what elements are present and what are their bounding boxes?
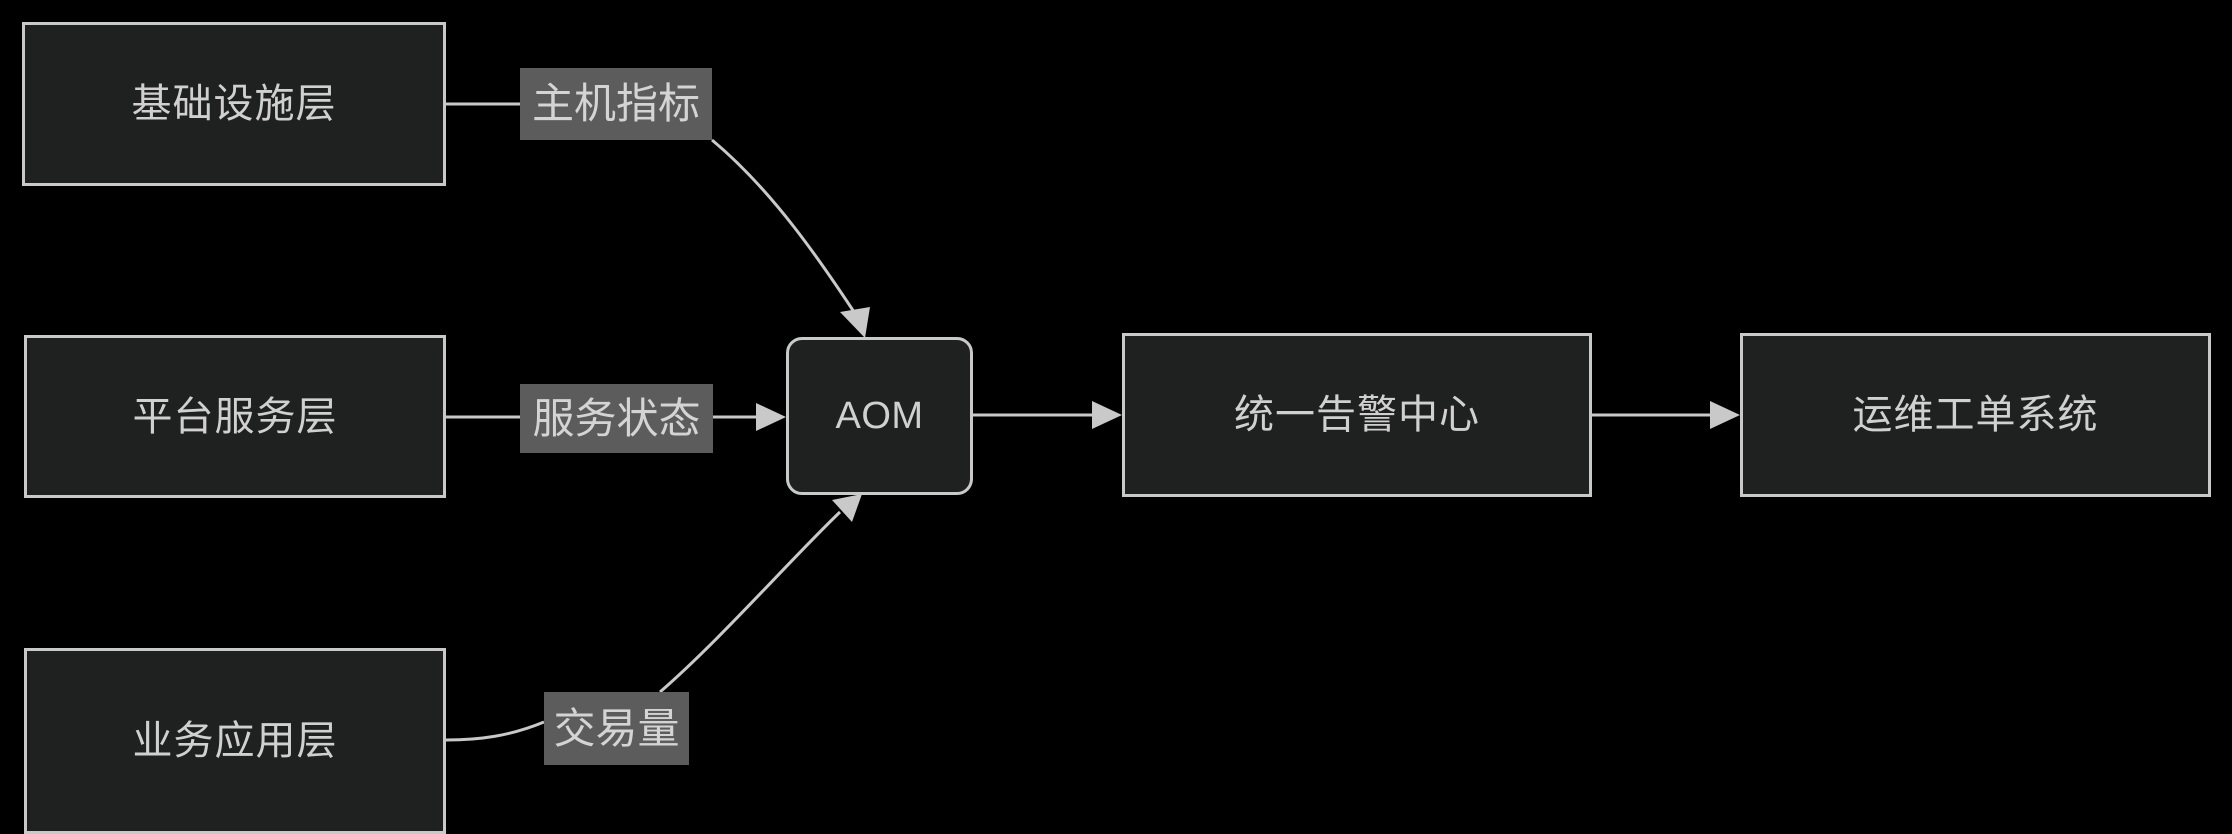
- node-business-application-layer[interactable]: 业务应用层: [24, 648, 446, 834]
- edge-label-service-status: 服务状态: [520, 384, 713, 453]
- arrowhead-infra-to-aom: [840, 307, 870, 338]
- edge-business-to-label: [445, 720, 545, 742]
- node-label: AOM: [835, 395, 924, 437]
- arrowhead-platform-to-aom: [756, 403, 786, 431]
- node-aom[interactable]: AOM: [786, 337, 973, 495]
- arrowhead-aom-to-alert: [1092, 401, 1122, 429]
- node-platform-service-layer[interactable]: 平台服务层: [24, 335, 446, 498]
- node-ops-ticket-system[interactable]: 运维工单系统: [1740, 333, 2211, 497]
- arrowhead-alert-to-ticket: [1710, 401, 1740, 429]
- node-label: 基础设施层: [131, 82, 337, 126]
- edge-label-transaction-volume: 交易量: [544, 692, 689, 765]
- arrowhead-business-to-aom: [832, 494, 862, 522]
- edge-business-to-aom: [659, 510, 842, 694]
- edge-label-host-metrics: 主机指标: [520, 68, 712, 140]
- node-label: 运维工单系统: [1852, 393, 2099, 437]
- node-infrastructure-layer[interactable]: 基础设施层: [22, 22, 446, 186]
- node-label: 业务应用层: [132, 719, 338, 763]
- node-unified-alert-center[interactable]: 统一告警中心: [1122, 333, 1592, 497]
- node-label: 平台服务层: [132, 394, 338, 439]
- edge-infra-to-aom: [711, 138, 860, 319]
- node-label: 统一告警中心: [1234, 393, 1480, 437]
